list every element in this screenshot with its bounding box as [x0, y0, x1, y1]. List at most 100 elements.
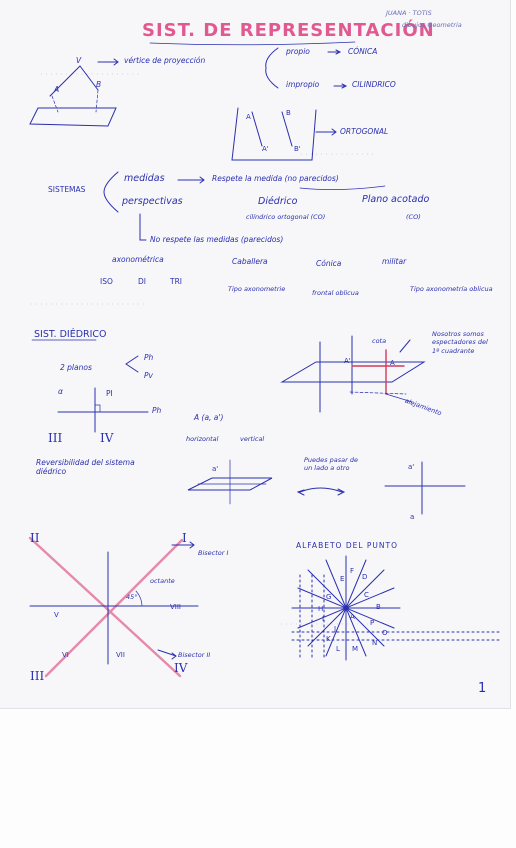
vertex-label: V	[76, 56, 82, 65]
horizontal-plane	[280, 361, 426, 383]
alphabet-letter: G	[326, 593, 332, 601]
observers-note: Nosotros somos espectadores del 1º cuadr…	[432, 330, 488, 355]
pi-label: PI	[106, 389, 113, 398]
pv-label: Pv	[144, 371, 153, 380]
page-title: SIST. DE REPRESENTACIÓN	[142, 20, 435, 41]
brace-projection	[265, 47, 279, 89]
octant-label-iii: III	[30, 669, 45, 683]
alphabet-letter: A	[350, 613, 355, 621]
ortho-arrow	[315, 128, 337, 136]
projection-point-a: a	[410, 513, 415, 521]
bleed-through-text: · · · · · · · · · · · · · · · · · ·	[280, 620, 370, 629]
horizontal-label: horizontal	[186, 435, 219, 443]
alphabet-letter: O	[382, 629, 388, 637]
conic-label: CÓNICA	[348, 47, 378, 56]
alphabet-letter: P	[370, 619, 375, 627]
alphabet-letter: M	[352, 645, 359, 653]
angle-label: 45°	[126, 593, 138, 601]
octant-label-viii: VIII	[170, 603, 181, 611]
military-label: militar	[382, 257, 407, 266]
di-label: DI	[138, 277, 146, 286]
octant-label-v: V	[54, 611, 59, 619]
iso-label: ISO	[100, 277, 113, 286]
bisector-2-label: Bisector II	[178, 651, 211, 659]
no-respect-label: No respete las medidas (parecidos)	[150, 235, 284, 244]
bisector-1-line	[28, 536, 182, 678]
frontal-oblique-label: frontal oblicua	[312, 289, 359, 297]
ph-label: Ph	[144, 353, 154, 362]
dihedral-heading: SIST. DIÉDRICO	[34, 329, 107, 340]
reversibility-note: Puedes pasar de un lado a otro	[304, 456, 358, 473]
tri-label: TRI	[170, 277, 183, 286]
conic-system-label: Cónica	[316, 259, 342, 268]
type-arrows	[327, 49, 348, 89]
alphabet-heading: ALFABETO DEL PUNTO	[296, 541, 399, 550]
corner-note: JUANA · TOTIS	[386, 9, 432, 17]
bleed-through-text: · · · · · · · · · · · · · · ·	[300, 150, 374, 159]
swap-arrows	[296, 488, 346, 496]
planes-label: 2 planos	[60, 363, 92, 372]
point-a: A	[390, 359, 395, 367]
observer-arrow	[399, 339, 411, 353]
projection-axes	[384, 461, 466, 515]
alphabet-letter: J	[334, 625, 337, 633]
vertical-plane-edges	[319, 335, 353, 413]
axonometric-label: axonométrica	[112, 255, 164, 264]
ortho-point-b: B	[286, 109, 291, 117]
alphabet-letter: K	[326, 635, 331, 643]
right-angle	[94, 404, 101, 413]
respect-underline	[299, 185, 386, 190]
point-a-prime: A'	[344, 357, 351, 365]
improper-label: impropio	[286, 80, 320, 89]
alphabet-letter: D	[362, 573, 368, 581]
vertex-definition: vértice de proyección	[124, 56, 206, 65]
octant-label-vii: VII	[116, 651, 125, 659]
reversibility-axes	[197, 459, 267, 505]
systems-brace	[103, 171, 119, 213]
respect-label: Respete la medida (no parecidos)	[212, 174, 339, 183]
projection-plane	[29, 107, 117, 127]
ground-line	[349, 391, 407, 395]
ortho-point-a: A	[246, 113, 251, 121]
vertex-arrow	[97, 58, 119, 66]
ph-axis-label: Ph	[152, 406, 162, 415]
ortho-rays	[251, 111, 293, 147]
reversibility-point-a-prime: a'	[212, 465, 219, 473]
alphabet-letter: B	[376, 603, 381, 611]
dihedral-system: Diédrico	[258, 196, 298, 207]
alphabet-letter: I	[322, 615, 325, 623]
proper-label: propio	[286, 47, 310, 56]
perspectives-label: perspectivas	[122, 196, 183, 207]
ortho-point-a-proj: A'	[262, 145, 269, 153]
measure-arrow	[177, 176, 205, 184]
dihedral-axes	[57, 387, 149, 433]
octant-label: octante	[150, 577, 175, 585]
bleed-through-text: · · · · · · · · · · · · · · · · · · · · …	[30, 300, 145, 309]
alphabet-letter: N	[372, 639, 378, 647]
alphabet-letter: H	[318, 605, 324, 613]
bisector-1-label: Bisector I	[198, 549, 229, 557]
bisector-2-arrow	[157, 649, 177, 660]
cylindrical-label: CILINDRICO	[352, 80, 396, 89]
measure-label: medidas	[124, 173, 165, 184]
ortho-box	[231, 107, 317, 161]
dihedral-subtitle: cilíndrico ortogonal (CO)	[246, 213, 326, 221]
subdivision-line	[139, 213, 147, 241]
octant-label-ii: II	[30, 531, 40, 545]
vertical-label: vertical	[240, 435, 265, 443]
swap-curve	[299, 487, 343, 493]
reversibility-heading: Reversibilidad del sistema diédrico	[36, 458, 135, 476]
alphabet-grid	[291, 574, 501, 661]
bisector-2-line	[44, 538, 184, 678]
octant-label-iv: IV	[174, 661, 188, 675]
angle-arc	[135, 590, 143, 607]
orthogonal-label: ORTOGONAL	[340, 127, 389, 136]
cavalier-label: Caballera	[232, 257, 268, 266]
quadrant-four-label: IV	[100, 431, 114, 445]
quadrant-three-label: III	[48, 431, 63, 445]
title-underline	[149, 41, 356, 46]
alphabet-letter: F	[350, 567, 355, 575]
projection-drop	[51, 89, 99, 113]
bleed-through-text: · · · · · · · · · · · · · · · · · · · ·	[40, 70, 140, 79]
